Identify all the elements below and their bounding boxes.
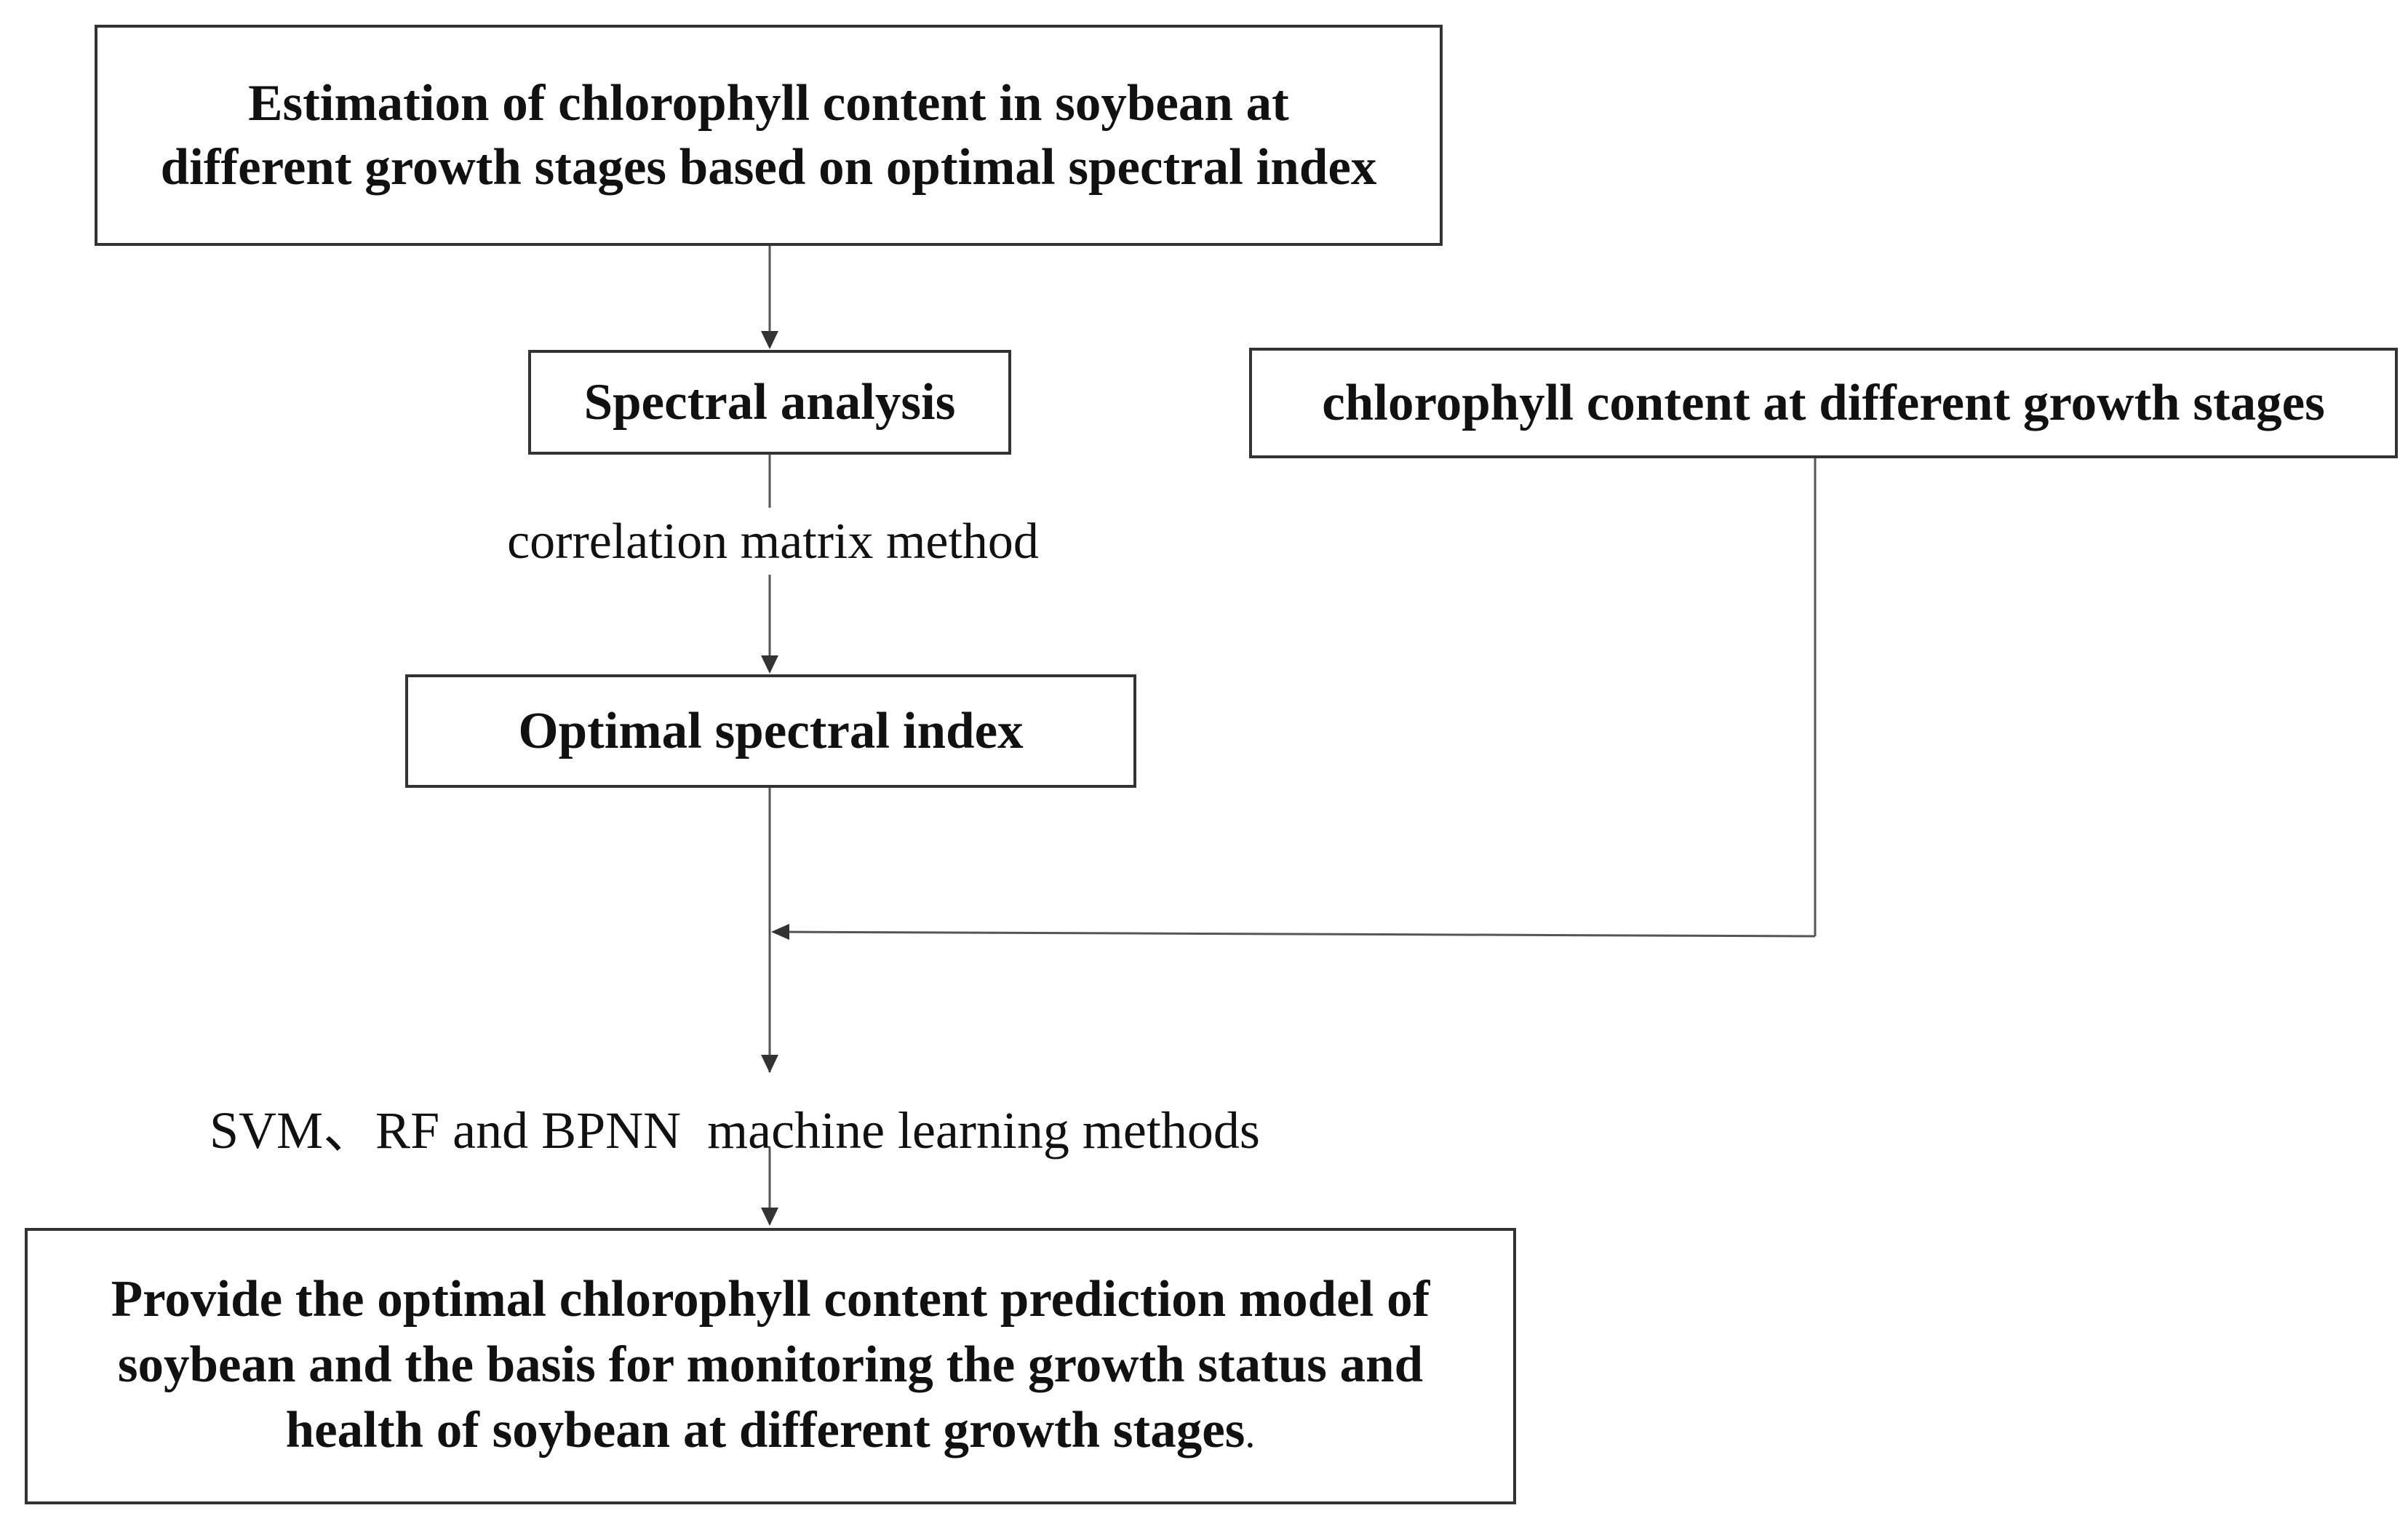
arrowhead-methods-to-final [761,1208,778,1226]
optimal-spectral-index-box: Optimal spectral index [405,674,1136,788]
correlation-method-label: correlation matrix method [507,514,1039,570]
title-line-1: Estimation of chlorophyll content in soy… [248,75,1289,132]
arrowhead-optimal-to-methods [761,1055,778,1073]
final-line-2: soybean and the basis for monitoring the… [117,1336,1424,1393]
title-line-2: different growth stages based on optimal… [160,139,1377,196]
machine-learning-methods-label: SVM、RF and BPNN machine learning methods [210,1101,1260,1160]
chlorophyll-content-label: chlorophyll content at different growth … [1322,374,2325,431]
arrowhead-chlorophyll-to-merge [771,924,789,940]
final-line-3-text: health of soybean at different growth st… [285,1401,1245,1459]
final-outcome-box: Provide the optimal chlorophyll content … [25,1228,1516,1504]
final-end-mark: . [1245,1411,1256,1456]
spectral-analysis-label: Spectral analysis [583,373,956,431]
arrowhead-label-to-optimal [761,655,778,674]
chlorophyll-content-box: chlorophyll content at different growth … [1249,348,2398,458]
arrow-chlorophyll-to-merge [773,930,1816,938]
final-line-3: health of soybean at different growth st… [111,1397,1430,1467]
final-line-1: Provide the optimal chlorophyll content … [111,1270,1430,1328]
arrowhead-title-to-spectral [761,331,778,349]
optimal-spectral-index-label: Optimal spectral index [518,702,1024,759]
title-box: Estimation of chlorophyll content in soy… [95,25,1443,246]
spectral-analysis-box: Spectral analysis [528,350,1011,455]
